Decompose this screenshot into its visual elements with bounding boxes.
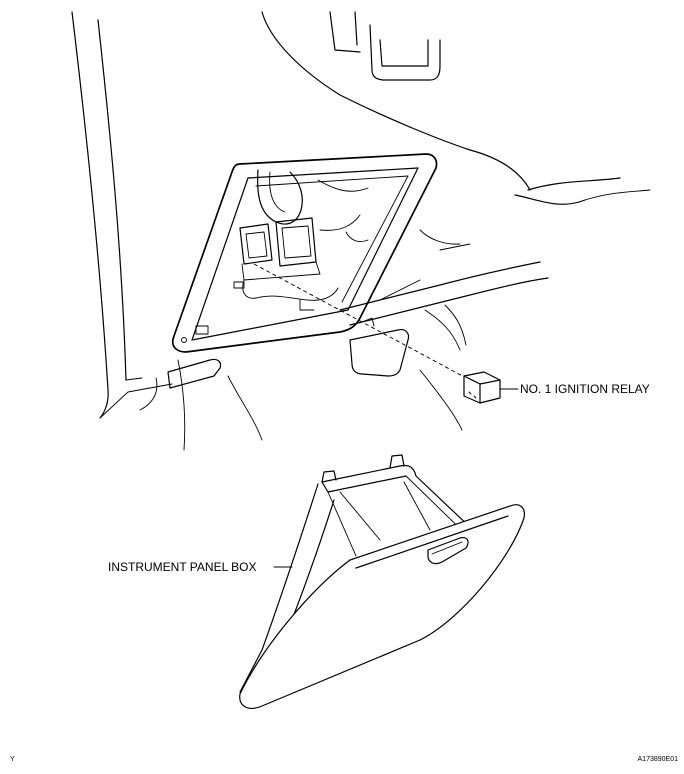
lower-trim (139, 304, 467, 451)
dashboard-upper (261, 11, 651, 205)
relay-block (233, 169, 369, 311)
figure-code: A173890E01 (637, 756, 678, 763)
glove-box-opening (171, 153, 438, 353)
box-callout-label: INSTRUMENT PANEL BOX (108, 560, 257, 574)
corner-mark-left: Y (10, 756, 15, 763)
relay-location-dashed-line (253, 263, 471, 381)
instrument-panel-box (239, 454, 525, 709)
relay-callout-label: NO. 1 IGNITION RELAY (520, 382, 650, 396)
ignition-relay (463, 371, 501, 404)
a-pillar (71, 11, 173, 419)
dashboard-lower (339, 229, 549, 326)
